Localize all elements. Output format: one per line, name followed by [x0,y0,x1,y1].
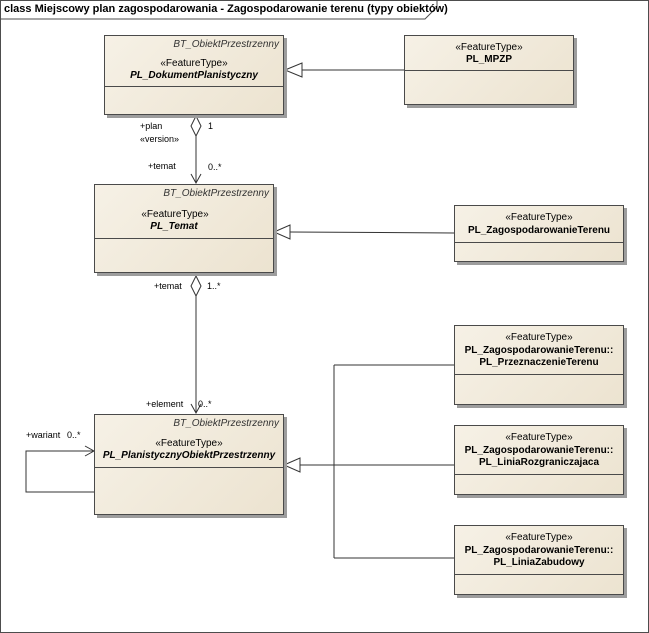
role-label-temat-bottom: +temat [154,281,182,291]
generalization-arrowhead-zagospodarowanie [272,224,291,240]
aggregation-diamond-temat [190,274,202,298]
class-pl-przeznaczenieterenu[interactable]: «FeatureType» PL_ZagospodarowanieTerenu:… [454,325,624,405]
compartment-divider [95,238,273,239]
class-name: PL_MPZP [465,54,513,65]
class-name: PL_LiniaRozgraniczajaca [478,457,600,468]
class-namespace: PL_ZagospodarowanieTerenu:: [464,545,614,556]
class-name: PL_Temat [150,221,198,232]
title-tab-outline [0,0,438,20]
compartment-divider [405,70,573,71]
diagram-title: class Miejscowy plan zagospodarowania - … [4,3,448,15]
stereotype-label-version: «version» [140,134,180,144]
role-label-wariant: +wariant [26,430,61,440]
abstract-parent-label: BT_ObiektPrzestrzenny [163,188,269,199]
stereotype-label: «FeatureType» [505,332,573,343]
class-pl-liniarozgraniczajaca[interactable]: «FeatureType» PL_ZagospodarowanieTerenu:… [454,425,624,495]
diagram-title-tab: class Miejscowy plan zagospodarowania - … [0,0,448,19]
navigability-arrow-temat [190,173,202,185]
multiplicity-label-wariant: 0..* [67,430,81,440]
stereotype-label: «FeatureType» [455,42,523,53]
class-pl-planistycznyobiektprzestrzenny[interactable]: BT_ObiektPrzestrzenny «FeatureType» PL_P… [94,414,284,515]
multiplicity-label-temat-bottom: 1..* [207,281,221,291]
class-pl-zagospodarowanieterenu[interactable]: «FeatureType» PL_ZagospodarowanieTerenu [454,205,624,262]
compartment-divider [105,86,283,87]
aggregation-diamond-dokument [190,114,202,138]
generalization-arrowhead-mpzp [283,62,303,78]
compartment-divider [455,574,623,575]
class-name: PL_ZagospodarowanieTerenu [467,225,611,236]
class-namespace: PL_ZagospodarowanieTerenu:: [464,445,614,456]
class-pl-dokumentplanistyczny[interactable]: BT_ObiektPrzestrzenny «FeatureType» PL_D… [104,35,284,115]
self-association-wariant [25,450,94,493]
navigability-arrow-element [190,403,202,415]
stereotype-label: «FeatureType» [505,432,573,443]
stereotype-label: «FeatureType» [155,438,223,449]
stereotype-label: «FeatureType» [505,212,573,223]
role-label-temat-top: +temat [148,161,176,171]
compartment-divider [455,242,623,243]
compartment-divider [455,374,623,375]
role-label-element: +element [146,399,184,409]
class-pl-liniazabudowy[interactable]: «FeatureType» PL_ZagospodarowanieTerenu:… [454,525,624,595]
class-name: PL_PrzeznaczenieTerenu [479,357,599,368]
abstract-parent-label: BT_ObiektPrzestrzenny [173,39,279,50]
multiplicity-label-element: 0..* [198,399,212,409]
multiplicity-label-plan: 1 [208,121,214,131]
stereotype-label: «FeatureType» [160,58,228,69]
compartment-divider [95,467,283,468]
generalization-zagospodarowanie [289,231,455,234]
stereotype-label: «FeatureType» [505,532,573,543]
class-pl-temat[interactable]: BT_ObiektPrzestrzenny «FeatureType» PL_T… [94,184,274,273]
class-pl-mpzp[interactable]: «FeatureType» PL_MPZP [404,35,574,105]
multiplicity-label-temat-top: 0..* [208,162,222,172]
abstract-parent-label: BT_ObiektPrzestrzenny [173,418,279,429]
class-namespace: PL_ZagospodarowanieTerenu:: [464,345,614,356]
class-name: PL_PlanistycznyObiektPrzestrzenny [102,450,276,461]
stereotype-label: «FeatureType» [141,209,209,220]
compartment-divider [455,474,623,475]
role-label-plan: +plan [140,121,163,131]
class-name: PL_LiniaZabudowy [493,557,585,568]
class-name: PL_DokumentPlanistyczny [130,70,258,81]
generalization-arrowhead-obiekt [282,457,301,473]
